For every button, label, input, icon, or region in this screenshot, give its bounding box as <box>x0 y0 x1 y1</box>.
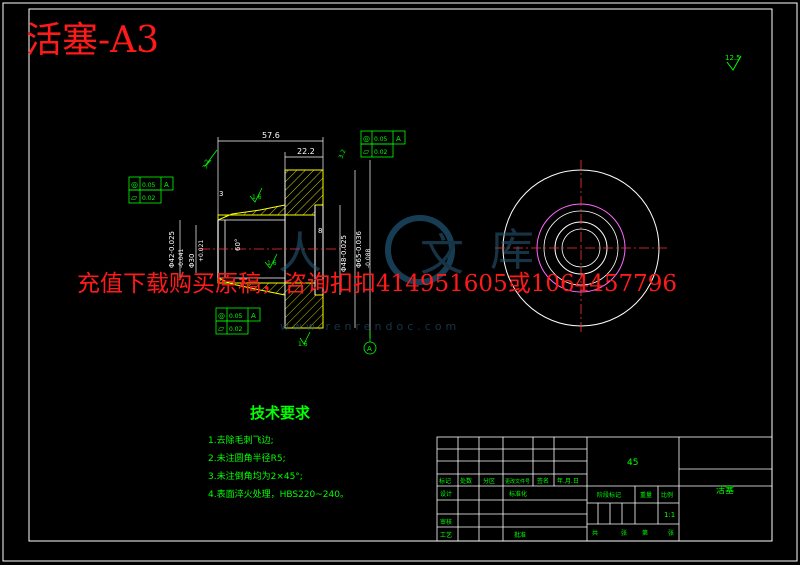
dim-dia-30: Φ30 <box>188 254 196 268</box>
svg-text:A: A <box>164 181 169 189</box>
dim-3: 3 <box>219 190 223 198</box>
surface-roughness-symbol: 12.5 <box>725 54 742 71</box>
tb-sheet-unit-1: 张 <box>621 529 627 537</box>
dim-8: 8 <box>318 227 322 235</box>
roughness-3-2-b: 3.2 <box>338 148 348 160</box>
tolerance-frame-bottom: ◎ 0.05 A ▱ 0.02 <box>215 307 261 335</box>
svg-text:A: A <box>396 135 401 143</box>
roughness-1-6-b: 1.6 <box>267 260 277 267</box>
dim-dia-30-tol: +0.021 <box>198 240 205 262</box>
tb-header-sign: 签名 <box>537 477 549 485</box>
svg-text:库: 库 <box>490 225 534 276</box>
tb-sheet-total: 共 <box>592 529 598 537</box>
tb-process: 工艺 <box>440 531 452 539</box>
dim-dia-42-lower: -0.041 <box>178 248 185 268</box>
tb-part-name: 活塞 <box>716 484 734 496</box>
tb-sheet-no: 第 <box>642 529 648 537</box>
roughness-1-6-a: 1.6 <box>252 194 262 201</box>
svg-text:▱: ▱ <box>218 324 225 333</box>
svg-text:▱: ▱ <box>363 147 370 156</box>
dim-57-6: 57.6 <box>262 131 280 140</box>
tb-header-mark: 标记 <box>439 477 451 485</box>
tb-review: 审核 <box>440 518 452 526</box>
title-block <box>436 436 773 542</box>
tb-stage: 阶段标记 <box>597 491 621 499</box>
tb-scale: 比例 <box>661 491 673 499</box>
flange-upper-section <box>284 169 324 216</box>
tb-header-date: 年.月.日 <box>557 477 579 485</box>
dimension-lines <box>179 137 371 338</box>
dim-dia-65: Φ65-0.036 <box>355 230 363 268</box>
tech-req-item-1: 1.去除毛刺飞边; <box>208 434 274 446</box>
tb-header-zone: 分区 <box>483 477 495 485</box>
svg-text:A: A <box>251 312 256 320</box>
tb-design: 设计 <box>440 490 452 498</box>
svg-text:0.02: 0.02 <box>142 195 156 202</box>
tb-sheet-unit-2: 张 <box>668 529 674 537</box>
tb-scale-value: 1:1 <box>664 511 675 519</box>
svg-text:◎: ◎ <box>363 134 370 143</box>
svg-text:▱: ▱ <box>131 193 138 202</box>
svg-text:◎: ◎ <box>218 311 225 320</box>
front-view <box>495 160 667 334</box>
dim-dia-48: Φ48-0.025 <box>340 235 348 272</box>
tech-requirements-heading: 技术要求 <box>250 404 311 422</box>
tech-req-item-2: 2.未注圆角半径R5; <box>208 452 286 464</box>
section-view <box>200 169 345 329</box>
svg-text:0.05: 0.05 <box>142 182 156 189</box>
watermark-logo: 人 文 库 www.renrendoc.com <box>278 215 534 333</box>
tolerance-frame-left: ◎ 0.05 A ▱ 0.02 <box>128 176 174 204</box>
tech-req-item-4: 4.表面淬火处理，HBS220~240。 <box>208 488 349 500</box>
tb-material: 45 <box>627 458 638 468</box>
roughness-12-5-label: 12.5 <box>725 54 741 62</box>
tb-weight: 重量 <box>640 491 652 499</box>
inner-border <box>28 8 773 542</box>
tb-approve: 批准 <box>514 531 526 539</box>
svg-text:0.05: 0.05 <box>229 313 243 320</box>
svg-text:A: A <box>367 345 372 353</box>
svg-text:人: 人 <box>278 228 322 279</box>
tech-req-item-3: 3.未注倒角均为2×45°; <box>208 470 303 482</box>
svg-text:◎: ◎ <box>131 180 138 189</box>
roughness-1-6-c: 1.6 <box>298 341 308 348</box>
svg-text:www.renrendoc.com: www.renrendoc.com <box>280 320 460 333</box>
watermark-notice: 充值下载购买原稿，咨询扣扣414951605或1064457796 <box>77 271 677 297</box>
datum-a-symbol: A <box>363 330 377 355</box>
tolerance-frame-top: ◎ 0.05 A ▱ 0.02 <box>360 130 406 158</box>
dim-dia-42: Φ42-0.025 <box>168 231 176 268</box>
tech-requirements: 技术要求 1.去除毛刺飞边; 2.未注圆角半径R5; 3.未注倒角均为2×45°… <box>208 404 349 500</box>
svg-text:0.05: 0.05 <box>374 136 388 143</box>
roughness-marks <box>204 149 311 345</box>
tb-header-count: 处数 <box>460 477 472 485</box>
roughness-3-2-label: 3.2 <box>202 158 212 170</box>
drawing-title: 活塞-A3 <box>26 20 159 61</box>
dim-dia-65-lower: -0.088 <box>365 248 372 268</box>
shaft-upper-section <box>217 204 286 221</box>
dim-22-2: 22.2 <box>297 147 315 156</box>
svg-text:0.02: 0.02 <box>229 326 243 333</box>
dim-angle-60: 60° <box>234 239 242 251</box>
tb-header-file: 更改文件号 <box>505 478 530 485</box>
svg-text:0.02: 0.02 <box>374 149 388 156</box>
svg-text:文: 文 <box>420 230 464 281</box>
tb-standardize: 标准化 <box>509 490 527 498</box>
